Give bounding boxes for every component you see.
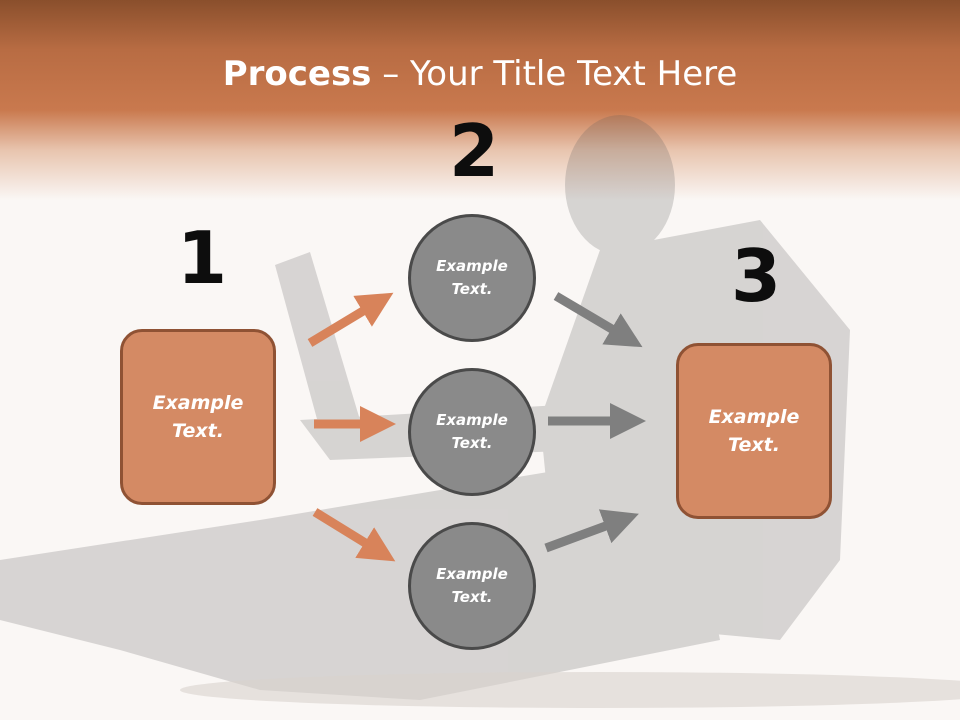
circle-middle-line1: Example [436, 410, 508, 429]
box-right-line2: Text. [728, 434, 780, 456]
circle-middle-line2: Text. [451, 434, 493, 452]
slide-title: Process – Your Title Text Here [0, 54, 960, 94]
box-left-line1: Example [152, 391, 244, 414]
box-right-line1: Example [708, 405, 800, 428]
step-number-2: 2 [449, 109, 500, 193]
circle-middle: Example Text. [408, 368, 536, 496]
step-box-right: Example Text. [676, 343, 832, 519]
circle-bottom-line1: Example [436, 564, 508, 583]
circle-top: Example Text. [408, 214, 536, 342]
header-band [0, 0, 960, 200]
arrow-left-bottom [312, 508, 396, 562]
circle-top-line2: Text. [451, 280, 493, 298]
step-box-left: Example Text. [120, 329, 276, 505]
arrow-left-top [307, 292, 394, 347]
box-left-line2: Text. [172, 420, 224, 442]
step-number-1: 1 [177, 216, 228, 300]
arrow-right-bottom [544, 509, 639, 553]
arrow-right-top [553, 292, 643, 348]
circle-bottom-line2: Text. [451, 588, 493, 606]
title-rest: – Your Title Text Here [371, 54, 738, 94]
step-number-3: 3 [731, 234, 782, 318]
title-bold: Process [222, 54, 372, 94]
circle-top-line1: Example [436, 256, 508, 275]
circle-bottom: Example Text. [408, 522, 536, 650]
